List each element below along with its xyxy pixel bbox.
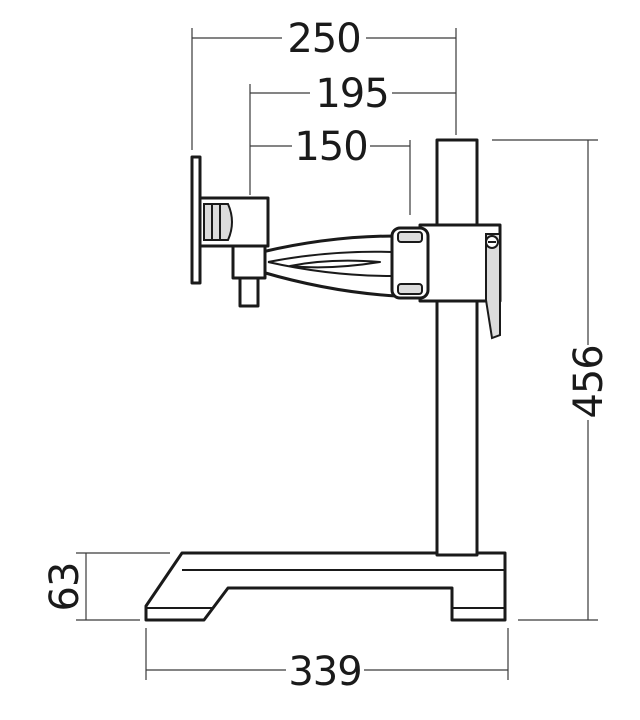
dimension-label-195: 195 xyxy=(315,71,388,117)
stand-base xyxy=(144,551,507,622)
articulating-arm xyxy=(260,226,430,300)
dimension-label-63: 63 xyxy=(42,563,88,612)
dimension-label-150: 150 xyxy=(294,124,367,170)
mount-head xyxy=(190,155,270,308)
pole-clamp xyxy=(418,223,502,340)
vertical-pole xyxy=(404,138,479,557)
dimension-lines xyxy=(76,28,598,680)
dimension-label-456: 456 xyxy=(566,345,612,418)
dimension-label-250: 250 xyxy=(287,16,360,62)
dimension-label-339: 339 xyxy=(288,649,361,695)
